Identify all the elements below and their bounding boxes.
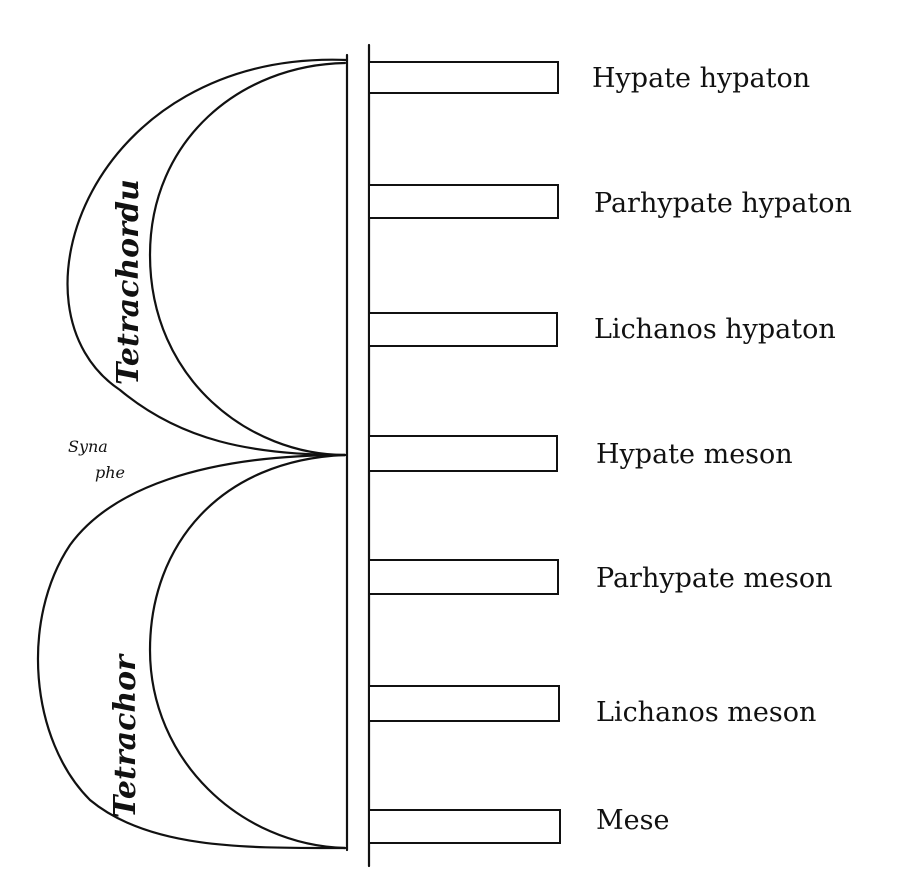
note-bar-3 bbox=[368, 312, 558, 347]
lower-outer-arc bbox=[36, 453, 347, 850]
synaphe-label-line2: phe bbox=[95, 463, 125, 482]
note-bar-7 bbox=[368, 809, 561, 844]
upper-inner-arc bbox=[148, 61, 347, 457]
upper-tetrachord-label: Tetrachordu bbox=[111, 179, 146, 385]
synaphe-label-line1: Syna bbox=[68, 437, 108, 456]
note-bar-5 bbox=[368, 559, 559, 595]
note-bar-2 bbox=[368, 184, 559, 219]
note-label-lichanos-hypaton: Lichanos hypaton bbox=[594, 314, 836, 345]
lower-inner-arc bbox=[148, 453, 347, 850]
note-bar-6 bbox=[368, 685, 560, 722]
note-label-hypate-hypaton: Hypate hypaton bbox=[592, 63, 810, 94]
note-label-mese: Mese bbox=[596, 805, 669, 836]
note-label-parhypate-hypaton: Parhypate hypaton bbox=[594, 188, 852, 219]
note-bars bbox=[368, 61, 561, 844]
note-label-hypate-meson: Hypate meson bbox=[596, 439, 793, 470]
note-label-parhypate-meson: Parhypate meson bbox=[596, 563, 832, 594]
note-label-lichanos-meson: Lichanos meson bbox=[596, 697, 816, 728]
note-labels: Hypate hypaton Parhypate hypaton Lichano… bbox=[592, 63, 852, 836]
note-bar-1 bbox=[368, 61, 559, 94]
upper-outer-arc bbox=[66, 58, 349, 457]
lower-tetrachord-label: Tetrachor bbox=[108, 653, 143, 818]
note-bar-4 bbox=[368, 435, 558, 472]
